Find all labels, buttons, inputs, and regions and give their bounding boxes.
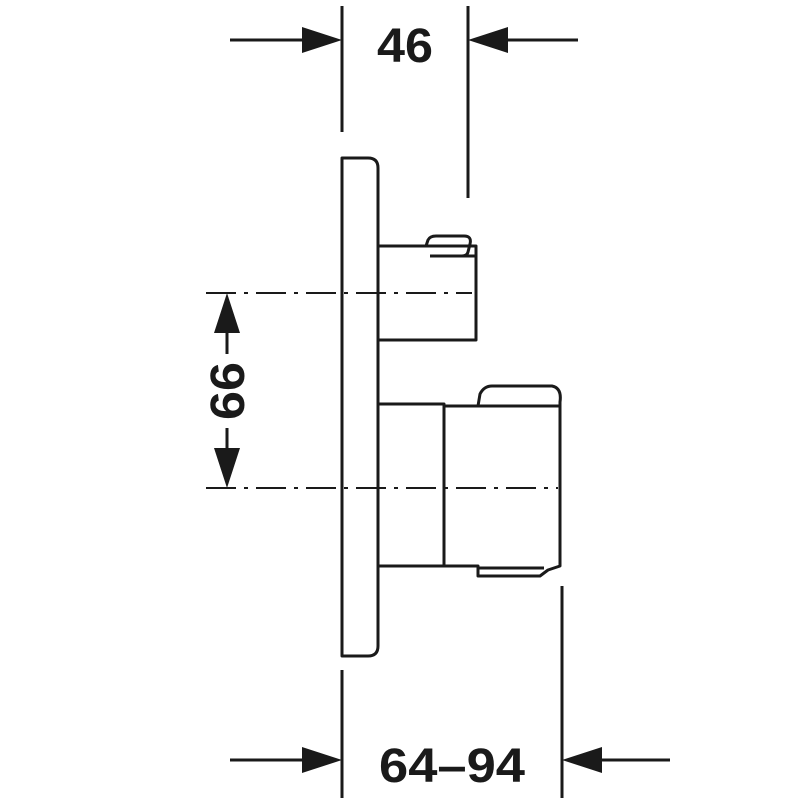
lower-knob <box>376 384 562 578</box>
lower-knob-body <box>442 384 562 578</box>
arrowhead-left-top <box>468 27 508 53</box>
arrowhead-left-bottom <box>562 747 602 773</box>
arrowhead-right-top <box>302 27 342 53</box>
wall-plate <box>340 156 380 658</box>
upper-knob <box>376 234 478 342</box>
arrowhead-right-bottom <box>302 747 342 773</box>
dimension-label-bottom: 64–94 <box>379 740 525 793</box>
top-dimension <box>230 6 578 198</box>
center-lines <box>206 292 558 489</box>
arrowhead-up <box>214 293 240 333</box>
dimension-label-vertical: 66 <box>202 362 255 420</box>
arrowhead-down <box>214 448 240 488</box>
bottom-dimension <box>230 586 670 798</box>
dimension-label-top: 46 <box>377 20 433 73</box>
lower-knob-sleeve <box>376 402 446 568</box>
vertical-dimension <box>214 293 240 488</box>
